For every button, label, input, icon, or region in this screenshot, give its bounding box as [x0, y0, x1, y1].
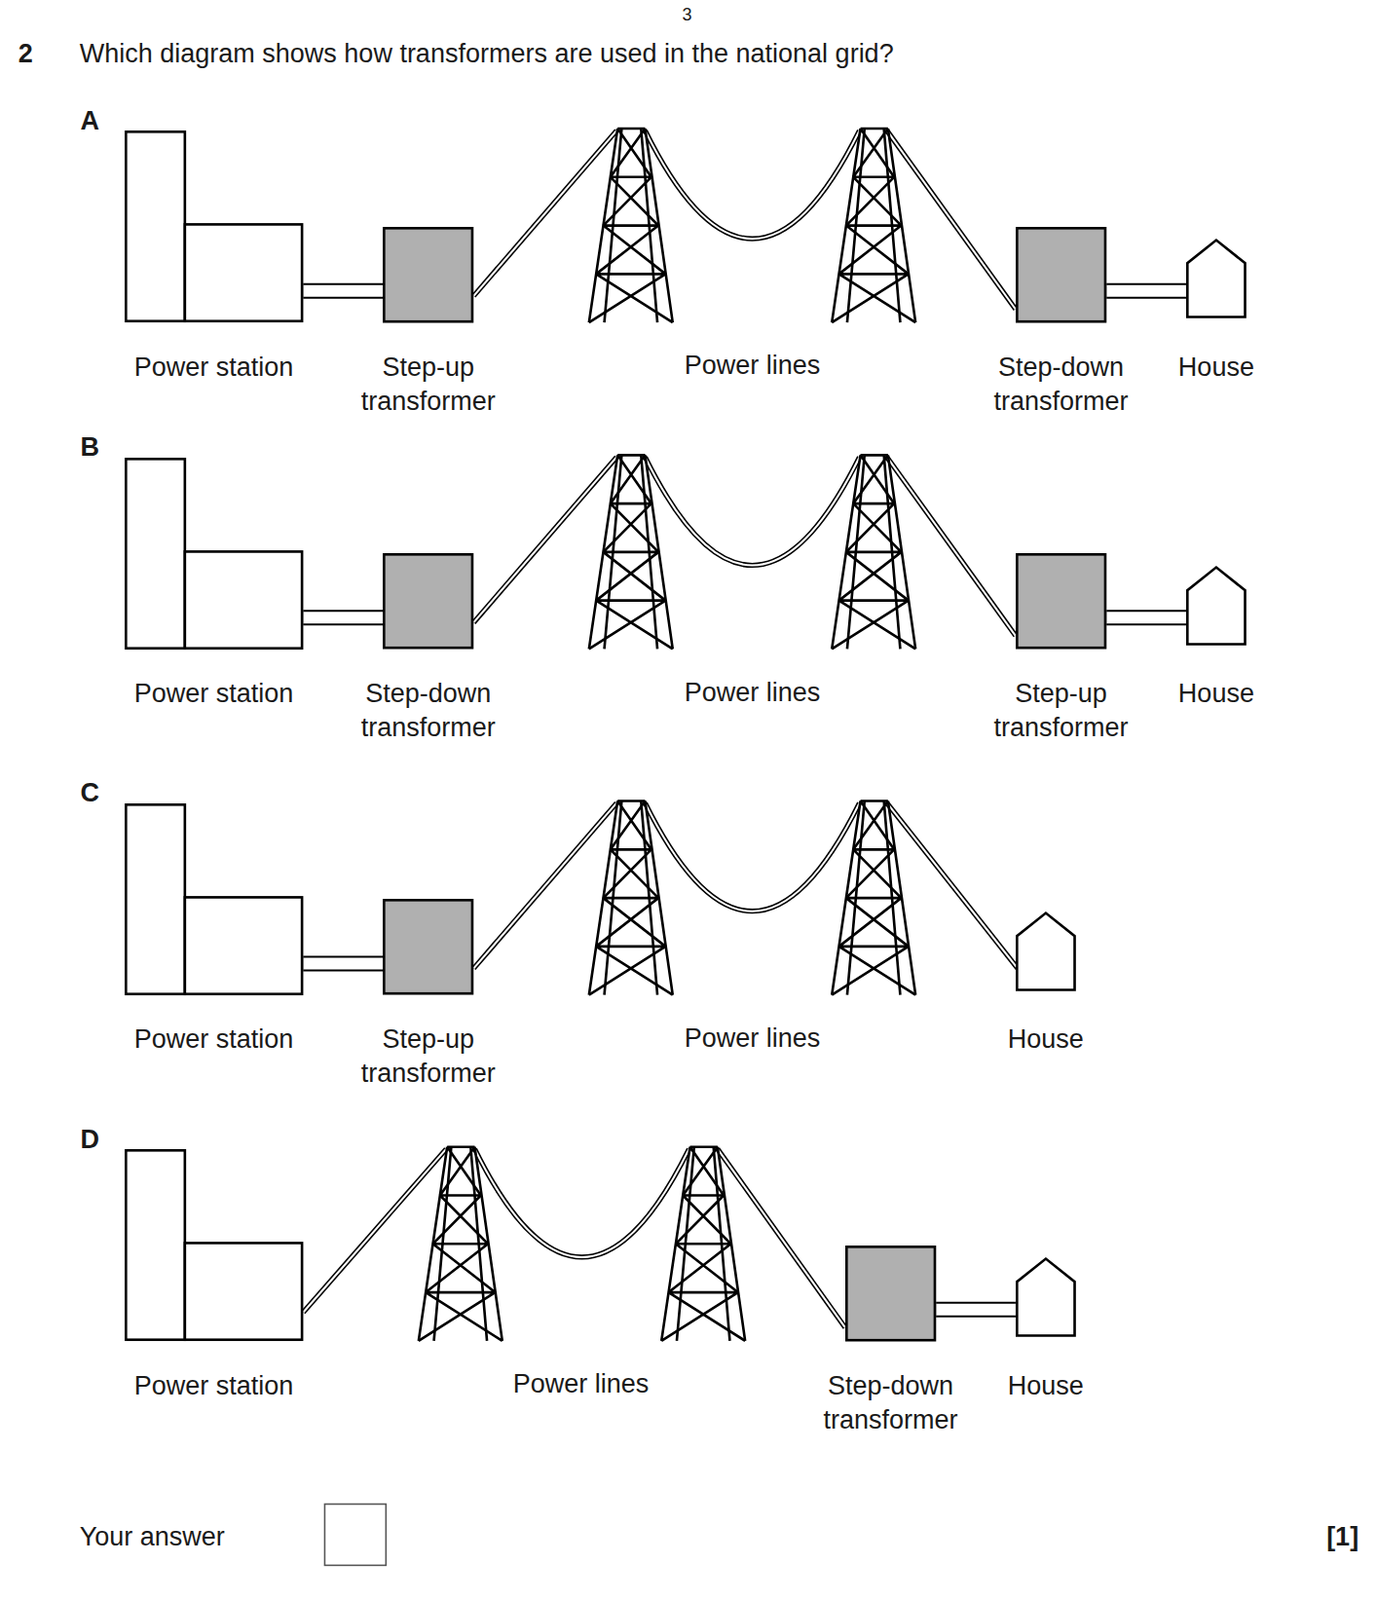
row-b-lines [473, 454, 1015, 649]
power-station-outline [124, 130, 303, 323]
component-label: Power station [134, 1022, 295, 1057]
component-label: House [1007, 1022, 1084, 1057]
cable-connector [1106, 617, 1187, 619]
part-label: Power lines [684, 676, 821, 708]
house-symbol: House [1186, 565, 1247, 646]
cable-connector [302, 290, 383, 292]
cable-connector [1106, 290, 1187, 292]
part-label: Power lines [513, 1368, 650, 1400]
component-label: Step-up transformer [340, 1022, 517, 1091]
component-label: Step-up transformer [340, 350, 517, 419]
part-label: Power lines [684, 349, 821, 381]
cable-connector [302, 963, 383, 965]
answer-prompt: Your answer [79, 1521, 225, 1553]
power-station: Power station [124, 130, 303, 323]
answer-box [324, 1504, 386, 1566]
power-station: Power station [124, 803, 303, 996]
component-label: Power station [134, 1369, 295, 1404]
transformer-box-outline [382, 898, 474, 996]
option-letter: C [79, 777, 100, 809]
option-letter: B [79, 431, 100, 463]
page-number: 3 [681, 0, 692, 31]
component-label: Step-up transformer [973, 676, 1150, 745]
power-station-outline [124, 803, 303, 996]
transformer-box: Step-up transformer [1015, 553, 1107, 650]
component-label: House [1178, 676, 1255, 711]
component-label: Step-down transformer [803, 1369, 979, 1438]
part-label: Power lines [684, 1022, 821, 1054]
house-symbol-outline [1186, 565, 1247, 646]
house-symbol: House [1015, 911, 1077, 992]
house-symbol: House [1015, 1257, 1077, 1338]
option-letter: D [79, 1123, 100, 1155]
row-c-lines [473, 801, 1017, 996]
power-station: Power station [124, 457, 303, 650]
transformer-box-outline [382, 226, 474, 324]
transformer-box-outline [382, 553, 474, 650]
component-label: Step-down transformer [973, 350, 1150, 419]
house-symbol-outline [1015, 911, 1077, 992]
house-symbol: House [1186, 238, 1247, 319]
component-label: House [1178, 350, 1255, 385]
transformer-box: Step-up transformer [382, 226, 474, 324]
transformer-box-outline [1015, 226, 1107, 324]
transformer-box: Step-down transformer [845, 1245, 936, 1342]
cable-connector [302, 617, 383, 619]
option-letter: A [79, 105, 100, 137]
question-text: Which diagram shows how transformers are… [79, 37, 894, 70]
transformer-box: Step-down transformer [382, 553, 474, 650]
transformer-box: Step-down transformer [1015, 226, 1107, 324]
row-a-lines [473, 128, 1015, 323]
transformer-box-outline [1015, 553, 1107, 650]
question-number: 2 [18, 37, 34, 70]
component-label: Step-down transformer [340, 676, 517, 745]
component-label: Power station [134, 350, 295, 385]
cable-connector [935, 1308, 1016, 1310]
house-symbol-outline [1015, 1257, 1077, 1338]
transformer-box-outline [845, 1245, 936, 1342]
mark-allocation: [1] [1326, 1521, 1359, 1553]
power-station: Power station [124, 1149, 303, 1341]
transformer-box: Step-up transformer [382, 898, 474, 996]
house-symbol-outline [1186, 238, 1247, 319]
component-label: Power station [134, 676, 295, 711]
power-station-outline [124, 457, 303, 650]
row-d-lines [302, 1147, 845, 1341]
component-label: House [1007, 1369, 1084, 1404]
power-station-outline [124, 1149, 303, 1341]
